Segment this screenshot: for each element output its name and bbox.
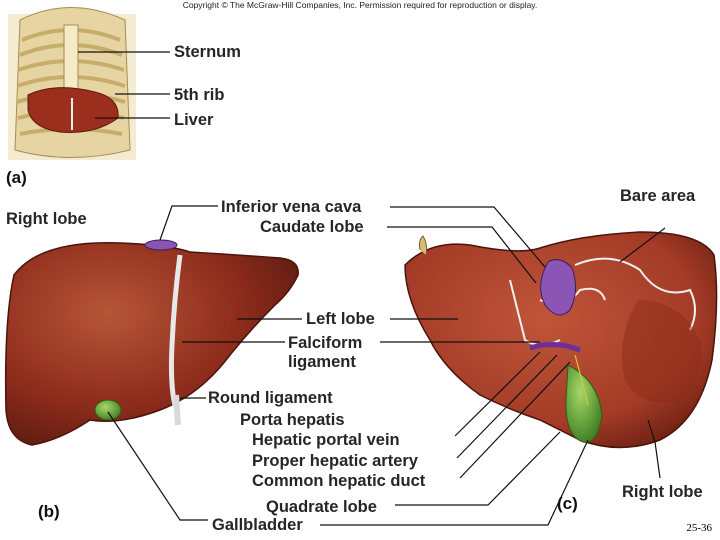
slide-number: 25-36 [686,522,712,534]
copyright-notice: Copyright © The McGraw-Hill Companies, I… [182,0,538,10]
label-porta-hepatis: Porta hepatis [240,411,345,429]
label-5th-rib: 5th rib [174,86,225,104]
ribcage-illustration [8,7,136,160]
panel-label-c: (c) [557,494,578,513]
label-hepatic-portal-vein: Hepatic portal vein [252,431,400,449]
gallbladder-c [565,364,603,443]
round-ligament-b [173,394,181,426]
label-inferior-vena-cava: Inferior vena cava [221,198,362,216]
label-caudate-lobe: Caudate lobe [260,218,364,236]
vena-cava-c [540,259,576,316]
label-bare-area: Bare area [620,187,696,205]
label-falciform-line2: ligament [288,353,356,371]
liver-visceral-view [404,231,718,449]
label-quadrate-lobe: Quadrate lobe [266,498,377,516]
label-round-ligament: Round ligament [208,389,333,407]
panel-label-a: (a) [6,168,27,187]
label-right-lobe-c: Right lobe [622,483,703,501]
label-right-lobe-b: Right lobe [6,210,87,228]
gallbladder-b [94,399,122,421]
panel-label-b: (b) [38,502,60,521]
vena-cava-b [144,239,178,251]
label-common-hepatic-duct: Common hepatic duct [252,472,426,490]
label-sternum: Sternum [174,43,241,61]
label-gallbladder: Gallbladder [212,516,303,534]
label-proper-hepatic-artery: Proper hepatic artery [252,452,418,470]
sternum-bone [63,24,79,96]
label-liver: Liver [174,111,214,129]
label-left-lobe: Left lobe [306,310,375,328]
liver-anterior-view [4,239,299,446]
label-falciform-line1: Falciform [288,334,363,352]
falciform-ligament-b [168,254,183,406]
